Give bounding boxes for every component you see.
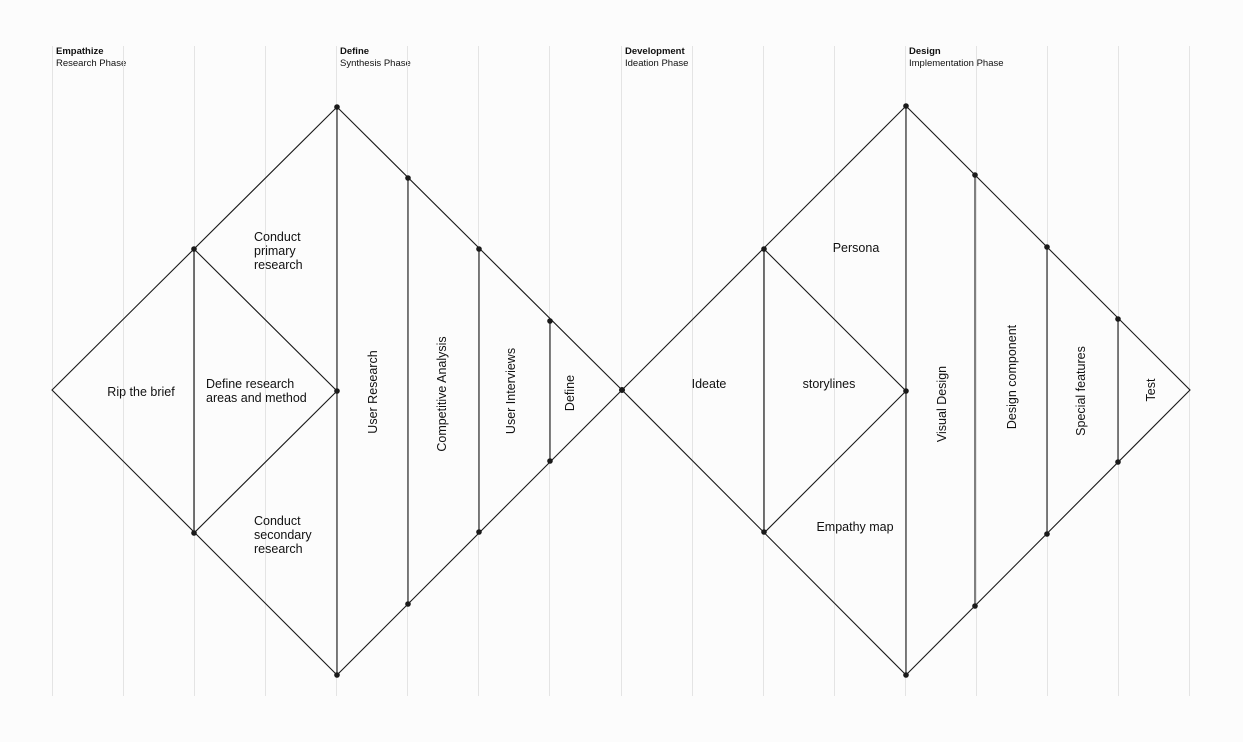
node-dot (972, 603, 978, 609)
label-line: Conduct (254, 230, 301, 244)
node-dot (1115, 459, 1121, 465)
phase-title: Design (909, 46, 941, 57)
node-dots (191, 103, 1121, 678)
node-dot (191, 530, 197, 536)
label-storylines: storylines (803, 377, 856, 391)
right-diamond-outline (621, 105, 1191, 676)
label-conduct-primary-research: Conduct primary research (254, 230, 304, 272)
node-dot (1115, 316, 1121, 322)
label-ideate: Ideate (692, 377, 727, 391)
node-dot (476, 529, 482, 535)
node-dot (334, 104, 340, 110)
label-competitive-analysis: Competitive Analysis (435, 336, 449, 451)
phase-subtitle: Implementation Phase (909, 58, 1004, 69)
node-dot (903, 388, 909, 394)
label-special-features: Special features (1074, 346, 1088, 436)
label-user-research: User Research (366, 350, 380, 433)
node-dot (972, 172, 978, 178)
node-dot (761, 529, 767, 535)
phase-subtitle: Ideation Phase (625, 58, 689, 69)
node-dot (334, 672, 340, 678)
label-line: Define research (206, 377, 294, 391)
label-line: research (254, 542, 303, 556)
node-dot (619, 387, 625, 393)
label-visual-design: Visual Design (935, 366, 949, 442)
node-dot (405, 175, 411, 181)
node-dot (903, 672, 909, 678)
label-design-component: Design component (1005, 324, 1019, 429)
node-dot (547, 458, 553, 464)
node-dot (761, 246, 767, 252)
phase-title: Empathize (56, 46, 104, 57)
node-dot (547, 318, 553, 324)
label-conduct-secondary-research: Conduct secondary research (254, 514, 315, 556)
node-dot (476, 246, 482, 252)
node-dot (1044, 244, 1050, 250)
phase-header-empathize: Empathize Research Phase (56, 46, 126, 70)
node-dot (334, 388, 340, 394)
phase-subtitle: Research Phase (56, 58, 127, 69)
label-rip-the-brief: Rip the brief (107, 385, 175, 399)
label-persona: Persona (833, 241, 880, 255)
label-test: Test (1144, 378, 1158, 401)
phase-header-define: Define Synthesis Phase (340, 46, 411, 70)
phase-subtitle: Synthesis Phase (340, 58, 411, 69)
node-dot (405, 601, 411, 607)
label-define: Define (563, 375, 577, 411)
phase-header-design: Design Implementation Phase (909, 46, 1004, 70)
phase-header-development: Development Ideation Phase (625, 46, 688, 70)
phase-title: Define (340, 46, 370, 57)
node-dot (903, 103, 909, 109)
label-line: research (254, 258, 303, 272)
label-line: secondary (254, 528, 312, 542)
label-user-interviews: User Interviews (504, 348, 518, 434)
label-define-research-areas: Define research areas and method (206, 377, 307, 405)
phase-title: Development (625, 46, 685, 57)
label-line: areas and method (206, 391, 307, 405)
node-dot (191, 246, 197, 252)
label-line: primary (254, 244, 296, 258)
label-line: Conduct (254, 514, 301, 528)
node-dot (1044, 531, 1050, 537)
label-empathy-map: Empathy map (816, 520, 893, 534)
